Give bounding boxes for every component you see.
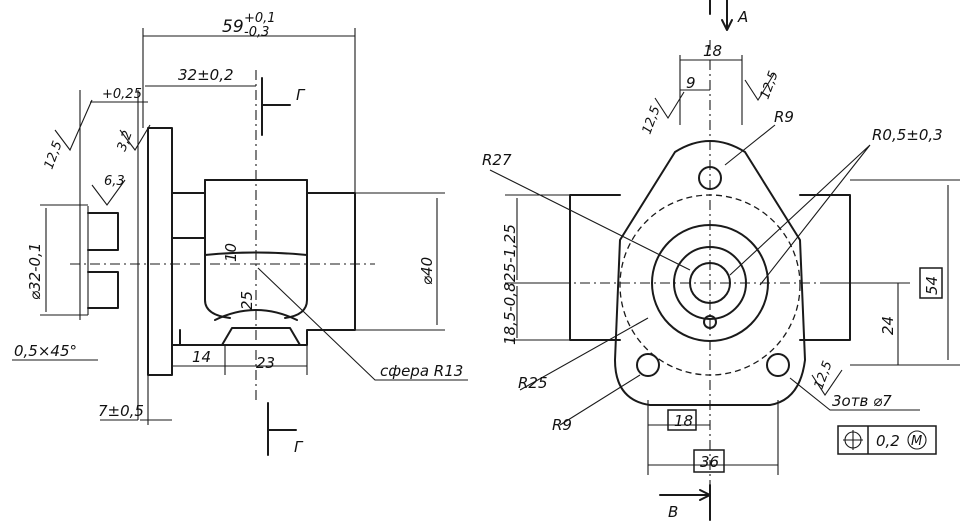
roughness-63: 6,3 — [104, 174, 125, 189]
radius-r05: R0,5±0,3 — [872, 126, 943, 144]
dim-9: 9 — [686, 74, 696, 92]
roughness-32: 3,2 — [115, 129, 136, 154]
radius-r25: R25 — [518, 374, 548, 392]
body-outline — [171, 179, 356, 346]
radius-r9-bottom: R9 — [552, 416, 572, 434]
side-view — [12, 28, 468, 456]
dim-tol-025: +0,25 — [102, 87, 142, 102]
hole-left — [636, 353, 660, 377]
dim-overall-length: 59 — [222, 17, 244, 37]
dim-chamfer: 0,5×45° — [14, 342, 77, 360]
dim-32: 32±0,2 — [178, 66, 234, 84]
roughness-125: 12,5 — [42, 139, 66, 171]
dim-185: 18,5-0,8 — [501, 282, 519, 345]
hole-right — [766, 353, 790, 377]
dim-25-125: 25-1,25 — [501, 224, 519, 282]
position-tolerance: 0,2 — [876, 432, 900, 450]
dim-18-top: 18 — [703, 42, 722, 60]
boss-upper — [87, 212, 119, 251]
boss-lower — [87, 271, 119, 309]
view-b-label: В — [668, 503, 678, 521]
dim-overall-tol-upper: +0,1 — [244, 11, 276, 26]
triangular-flange — [614, 140, 806, 406]
radius-r9-top: R9 — [774, 108, 794, 126]
dim-dia-32: ⌀32-0,1 — [26, 243, 44, 300]
dim-dia-40: ⌀40 — [418, 257, 436, 285]
dim-25: 25 — [238, 291, 256, 310]
dim-14: 14 — [192, 348, 211, 366]
dim-overall-tol-lower: -0,3 — [244, 25, 269, 40]
section-mark-top: Г — [296, 86, 306, 104]
section-mark-bottom: Г — [294, 438, 304, 456]
front-view — [489, 0, 960, 521]
sphere-label: сфера R13 — [380, 362, 463, 380]
dim-24: 24 — [879, 316, 897, 335]
holes-note: 3отв ⌀7 — [832, 392, 892, 410]
flange-plate — [147, 127, 173, 376]
roughness-125-b: 12,5 — [640, 104, 664, 136]
roughness-125-c: 12,5 — [758, 69, 782, 101]
radius-r27: R27 — [482, 151, 512, 169]
dim-23: 23 — [256, 354, 275, 372]
feature-control-frame — [837, 425, 937, 455]
view-a-label: А — [737, 8, 748, 26]
roughness-125-d: 12,5 — [812, 359, 836, 391]
dim-7: 7±0,5 — [98, 402, 144, 420]
mmc-modifier: M — [911, 434, 922, 449]
dim-10: 10 — [222, 243, 240, 262]
dim-36-box: 36 — [700, 453, 719, 471]
dim-54-box: 54 — [923, 276, 941, 295]
dim-18-box: 18 — [674, 412, 693, 430]
